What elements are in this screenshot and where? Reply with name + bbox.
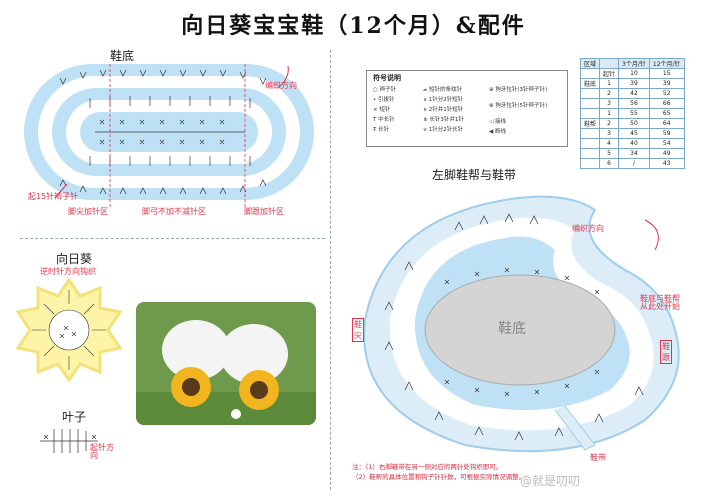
symbol-legend: 符号说明 ○ 辫子针 • 引拔针 × 短针 T 中长针 Ŧ 长针 ⩕ 短针的条纹… (366, 70, 568, 147)
vertical-divider (330, 50, 331, 490)
upper-stitches (384, 213, 644, 441)
legend-item: ⋔ 长针3针并1针 (423, 117, 464, 123)
upper-diagram (363, 195, 680, 453)
upper-direction-label: 编织方向 (572, 224, 604, 233)
upper-start-tag: 鞋底与鞋帮从此处开始 (640, 294, 680, 311)
sole-direction-arrow (277, 65, 289, 89)
watermark: @就是叨叨 (520, 474, 581, 488)
legend-title: 符号说明 (373, 74, 401, 82)
leaf-label: 叶子 (62, 410, 87, 424)
table-row: 6/43 (579, 158, 685, 169)
table-header: 12个月/针 (648, 58, 685, 69)
upper-label: 左脚鞋帮与鞋带 (432, 168, 517, 182)
zone-heel: 脚跟加针区 (244, 207, 284, 216)
sole-label: 鞋底 (110, 49, 135, 63)
table-header-row: 区域 3个月/针 12个月/针 (579, 58, 685, 69)
sunflower-stitches (32, 290, 106, 370)
shoe-left (162, 320, 230, 380)
zone-toe: 脚尖加针区 (68, 207, 108, 216)
legend-item: ⩕ 短针的条纹针 (423, 87, 463, 93)
legend-item: • 引拔针 (373, 97, 395, 103)
strap-band (554, 405, 596, 451)
legend-item: ⊕ 狗牙拉针(3针辫子针) (489, 87, 548, 93)
sunflower-center (48, 309, 90, 351)
upper-sole-center-label: 鞋底 (498, 321, 526, 337)
sole-start-label: 起15针辫子针 (28, 192, 79, 201)
legend-item: ◁ 接线 (489, 119, 506, 125)
notes: 注：（1）右脚鞋带在另一侧对应的两针处钩织即可。 （2）鞋帮的具体位置和钩子针针… (352, 462, 525, 482)
sunflower-label: 向日葵 (56, 252, 93, 266)
note-line: （2）鞋帮的具体位置和钩子针针数，可根据实际情况调整。 (352, 473, 526, 481)
shoe-photo (136, 302, 316, 425)
sole-direction-label: 编织方向 (265, 81, 297, 90)
zone-arch: 脚弓不加不减针区 (142, 207, 206, 216)
table-header: 3个月/针 (618, 58, 650, 69)
legend-item: × 短针 (373, 107, 391, 113)
legend-item: ◀ 断线 (489, 129, 506, 135)
shoe-right (220, 324, 288, 384)
legend-item: Ŧ 长针 (373, 127, 390, 133)
toe-side-label: 鞋尖 (352, 318, 364, 342)
table-header (599, 58, 620, 69)
sunflower-sub-label: 逆时针方向钩织 (40, 267, 96, 276)
strap-label: 鞋带 (590, 453, 606, 462)
start-arrow (54, 183, 68, 199)
legend-item: ⊗ 狗牙拉针(5针辫子针) (489, 103, 548, 109)
page-title: 向日葵宝宝鞋（12个月）&配件 (181, 13, 526, 39)
legend-item: ∨ 1针分2针短针 (423, 97, 464, 103)
leaf-diagram (40, 429, 98, 453)
sole-diagram (24, 64, 314, 208)
heel-side-label: 鞋跟 (660, 340, 672, 364)
upper-direction-arrow (644, 219, 659, 251)
legend-item: ∧ 2针并1针短针 (423, 107, 464, 113)
table-header: 区域 (579, 58, 601, 69)
horizontal-divider (20, 238, 325, 239)
legend-item: ⋎ 1针分2针长针 (423, 127, 464, 133)
upper-sole-base (424, 274, 616, 386)
leaf-sub-label: 起针方向 (90, 443, 114, 460)
sunflower-diagram (15, 277, 123, 383)
legend-item: ○ 辫子针 (373, 87, 397, 93)
note-line: 注：（1）右脚鞋带在另一侧对应的两针处钩织即可。 (352, 463, 503, 471)
legend-item: T 中长针 (373, 117, 395, 123)
